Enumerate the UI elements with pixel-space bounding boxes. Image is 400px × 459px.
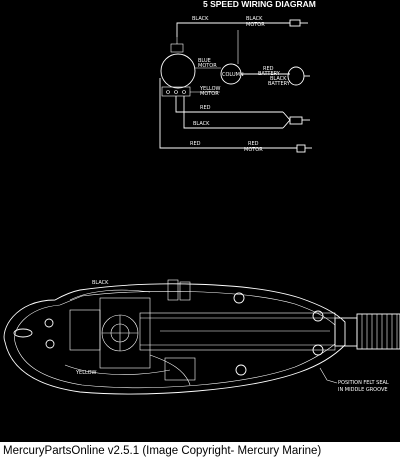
label-yellow-motor-1: YELLOW (199, 86, 221, 92)
label-red-bottom: RED (190, 141, 201, 147)
label-black-battery-1: BLACK (270, 76, 287, 82)
switch-shaft (170, 43, 184, 53)
label-felt-seal-2: IN MIDDLE GROOVE (338, 387, 388, 393)
shaft-collar (334, 317, 358, 347)
label-black-lower: BLACK (92, 280, 109, 286)
bottom-connector (296, 144, 306, 153)
switch-terminal-block (161, 86, 191, 97)
label-felt-seal-1: POSITION FELT SEAL (338, 380, 389, 386)
label-yellow-lower: YELLOW (75, 370, 97, 376)
screw-3 (233, 292, 245, 304)
diagram-canvas: 5 SPEED WIRING DIAGRAM COLUMN BLACK BLAC… (0, 0, 400, 442)
label-black-top: BLACK (192, 16, 209, 22)
label-red-motor-1: RED (248, 141, 259, 147)
switch-wiring: COLUMN BLACK BLACK MOTOR BLUE MOTOR YELL… (159, 16, 312, 153)
diagram-title: 5 SPEED WIRING DIAGRAM (203, 0, 316, 9)
wiring-diagram-svg: 5 SPEED WIRING DIAGRAM COLUMN BLACK BLAC… (3, 0, 400, 395)
motor-shaft (356, 313, 400, 350)
mid-connector (289, 116, 303, 125)
screw-1 (44, 318, 54, 328)
battery-plug (287, 66, 305, 86)
screw-5 (312, 310, 324, 322)
label-red-battery-1: RED (263, 66, 274, 72)
label-black-mid: BLACK (193, 121, 210, 127)
screw-4 (235, 364, 247, 376)
motor-head-view: BLACK YELLOW POSITION FELT SEAL IN MIDDL… (3, 279, 400, 395)
label-blue-motor-1: BLUE (198, 58, 211, 64)
left-oval-hole (13, 328, 33, 338)
label-blue-motor-2: MOTOR (198, 63, 217, 69)
internal-switch (99, 297, 151, 369)
image-caption: MercuryPartsOnline v2.5.1 (Image Copyrig… (3, 445, 322, 457)
label-red-mid: RED (200, 105, 211, 111)
label-red-motor-2: MOTOR (244, 147, 263, 153)
label-yellow-motor-2: MOTOR (200, 91, 219, 97)
top-connector (289, 19, 301, 27)
label-black-motor-1: BLACK (246, 16, 263, 22)
screw-2 (45, 339, 55, 349)
speed-switch (160, 53, 196, 89)
label-column: COLUMN (222, 72, 244, 78)
motor-head-shell (3, 283, 346, 395)
label-black-motor-2: MOTOR (246, 22, 265, 28)
label-red-battery-2: BATTERY (258, 71, 281, 77)
screw-6 (312, 344, 324, 356)
label-black-battery-2: BATTERY (268, 81, 291, 87)
